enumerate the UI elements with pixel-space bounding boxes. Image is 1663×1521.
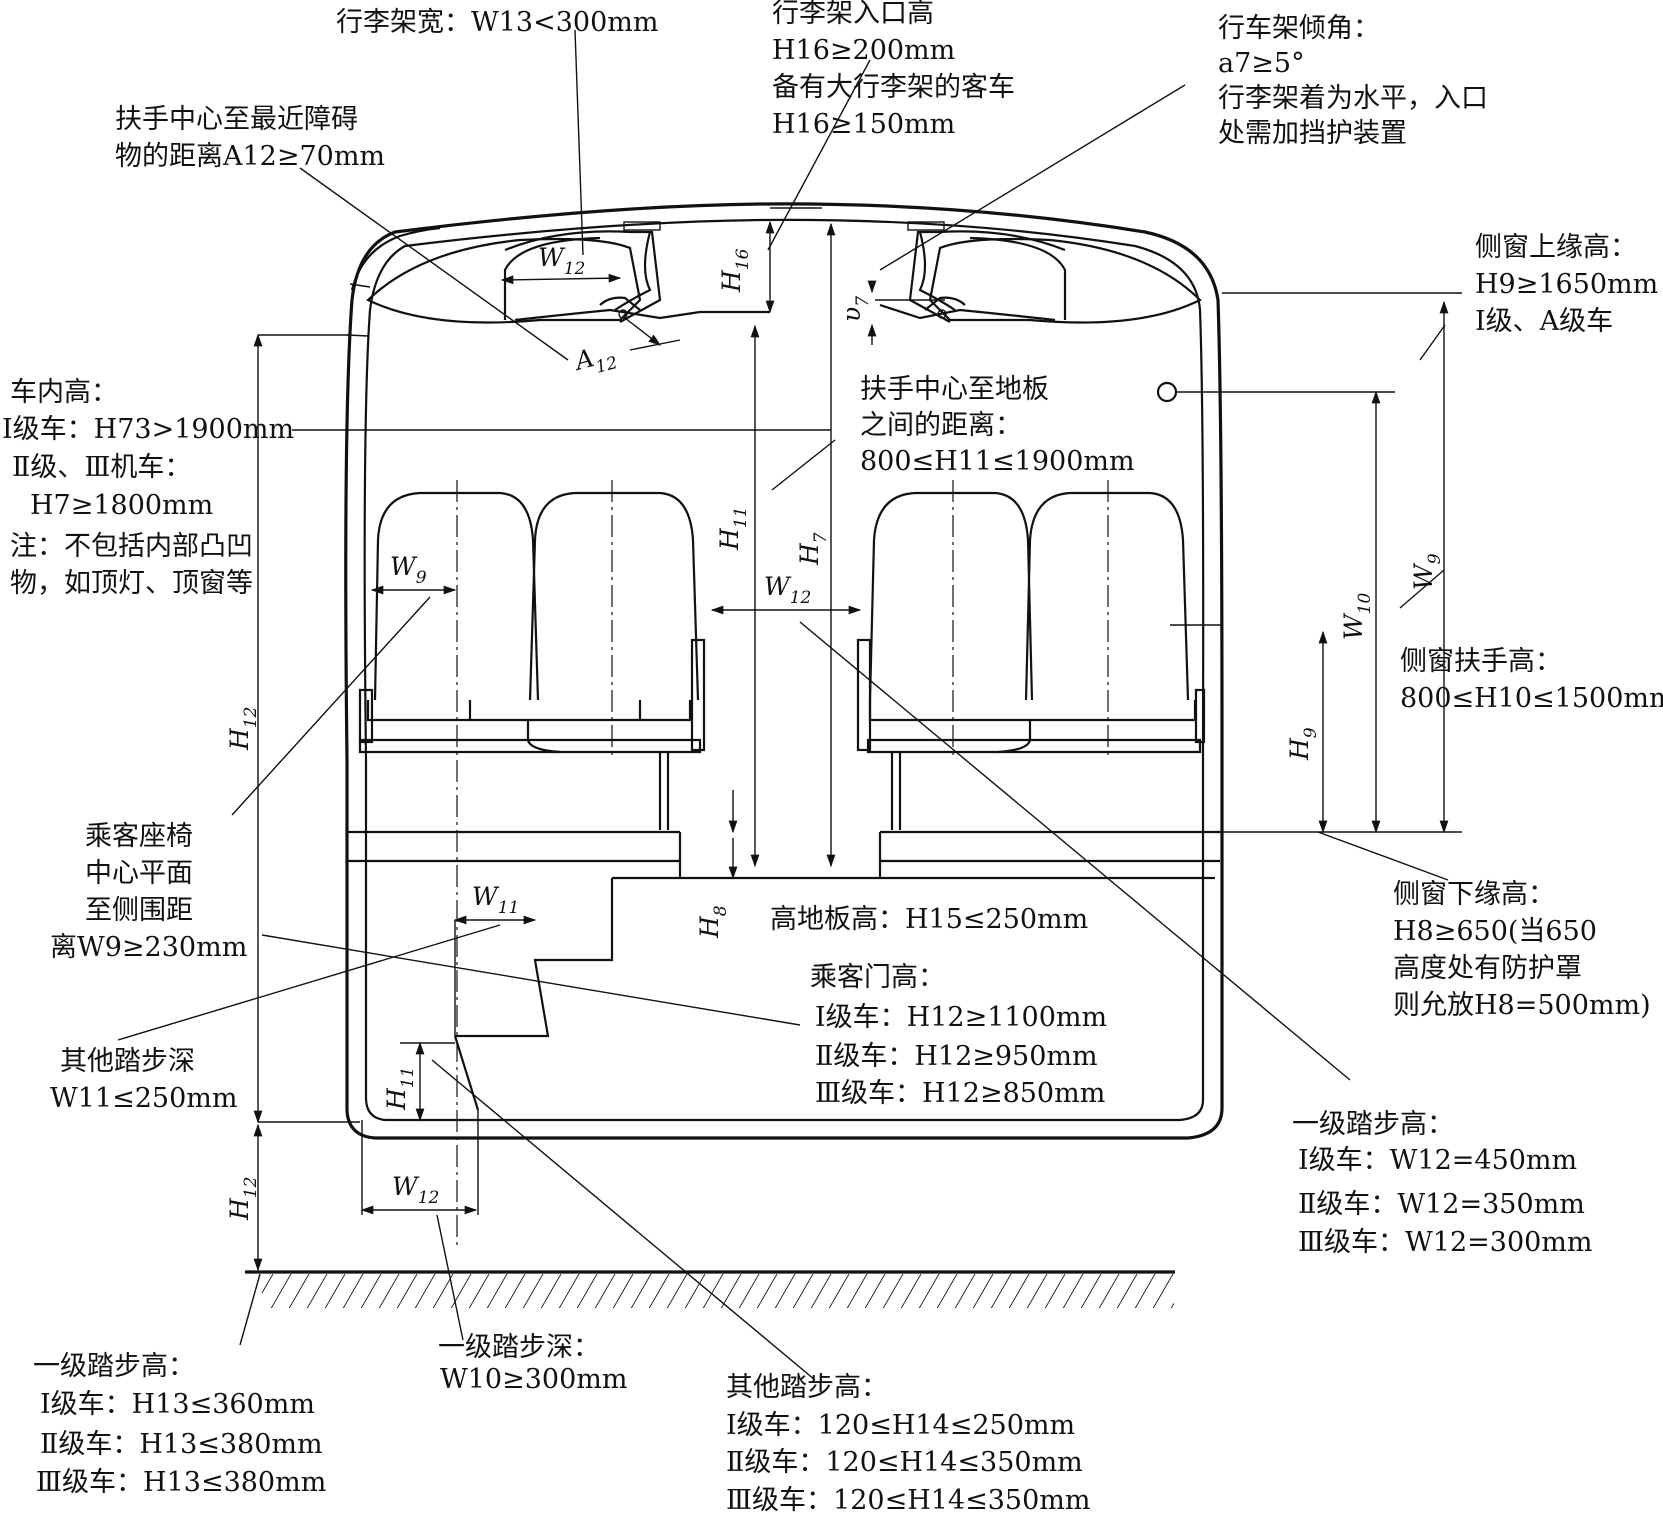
ground <box>245 1270 1175 1308</box>
label-rack-entrance: 行李架入口高 H16≥200mm 备有大行李架的客车 H16≥150mm <box>772 0 1024 140</box>
label-window-bottom: 侧窗下缘高： H8≥650(当650 高度处有防护罩 则允放H8=500mm) <box>1393 879 1651 1021</box>
label-door-height: 乘客门高： Ⅰ级车：H12≥1100mm Ⅱ级车：H12≥950mm Ⅲ级车：H… <box>810 962 1116 1109</box>
dim-w9-seat: W9 <box>390 552 427 588</box>
bus-body-outline <box>344 202 1224 1140</box>
dim-w9-window: W9 <box>1409 553 1445 590</box>
label-rack-width: 行李架宽：W13<300mm <box>336 7 658 38</box>
label-seat-center: 乘客座椅 中心平面 至侧围距 离W9≥230mm <box>50 821 247 963</box>
dim-h11-center: H11 <box>715 507 751 551</box>
dim-h16: H16 <box>717 248 753 293</box>
dim-v7: υ7 <box>837 296 873 322</box>
dim-w10: W10 <box>1339 592 1375 640</box>
side-handrail <box>1156 381 1395 403</box>
dim-a12: A12 <box>570 338 620 384</box>
label-window-handrail: 侧窗扶手高： 800≤H10≤1500mm <box>1400 646 1663 714</box>
label-first-step-height-right: 一级踏步高： Ⅰ级车：W12=450mm Ⅱ级车：W12=350mm Ⅲ级车：W… <box>1292 1109 1593 1258</box>
dim-w12-aisle: W12 <box>764 572 811 608</box>
dim-h12-interior: H12 <box>225 707 261 751</box>
dimension-symbols: W12 A12 H16 υ7 H11 H7 W12 W9 W9 W10 H9 H… <box>225 243 1445 1221</box>
label-handrail-floor: 扶手中心至地板 之间的距离： 800≤H11≤1900mm <box>860 374 1135 477</box>
dim-w11: W11 <box>472 882 519 918</box>
dimension-lines <box>253 207 1462 1272</box>
dim-h9: H9 <box>1285 727 1321 761</box>
dim-w12-rack: W12 <box>538 243 585 279</box>
seat-pair-right <box>856 491 1206 830</box>
label-first-step-height-left: 一级踏步高： Ⅰ级车：H13≤360mm Ⅱ级车：H13≤380mm Ⅲ级车：H… <box>33 1351 331 1498</box>
label-first-step-depth: 一级踏步深： W10≥300mm <box>438 1332 627 1395</box>
label-rack-tilt: 行车架倾角： a7≥5° 行李架着为水平，入口 处需加挡护装置 <box>1218 13 1497 149</box>
seat-pair-left <box>358 491 706 830</box>
floor-structure <box>348 624 1223 1111</box>
center-lines <box>456 480 1109 1250</box>
leader-lines <box>117 29 1449 1381</box>
label-other-step-depth: 其他踏步深 W11≤250mm <box>50 1046 237 1114</box>
label-other-step-height: 其他踏步高： Ⅰ级车：120≤H14≤250mm Ⅱ级车：120≤H14≤350… <box>726 1372 1091 1516</box>
dim-h8: H8 <box>695 905 731 939</box>
dim-w12-step: W12 <box>392 1172 439 1208</box>
luggage-rack-right <box>879 221 1202 324</box>
luggage-rack-left <box>366 221 770 324</box>
label-window-top: 侧窗上缘高： H9≥1650mm I级、A级车 <box>1475 232 1663 337</box>
dim-h7: H7 <box>795 532 831 566</box>
label-handrail-clearance: 扶手中心至最近障碍 物的距离A12≥70mm <box>115 104 385 172</box>
label-interior-height: 车内高： Ⅰ级车：H73>1900mm Ⅱ级、Ⅲ机车： H7≥1800mm 注：… <box>2 377 303 599</box>
label-high-floor: 高地板高：H15≤250mm <box>770 904 1088 935</box>
dim-h11-step: H11 <box>382 1067 418 1111</box>
dim-h12-step: H12 <box>225 1177 261 1221</box>
